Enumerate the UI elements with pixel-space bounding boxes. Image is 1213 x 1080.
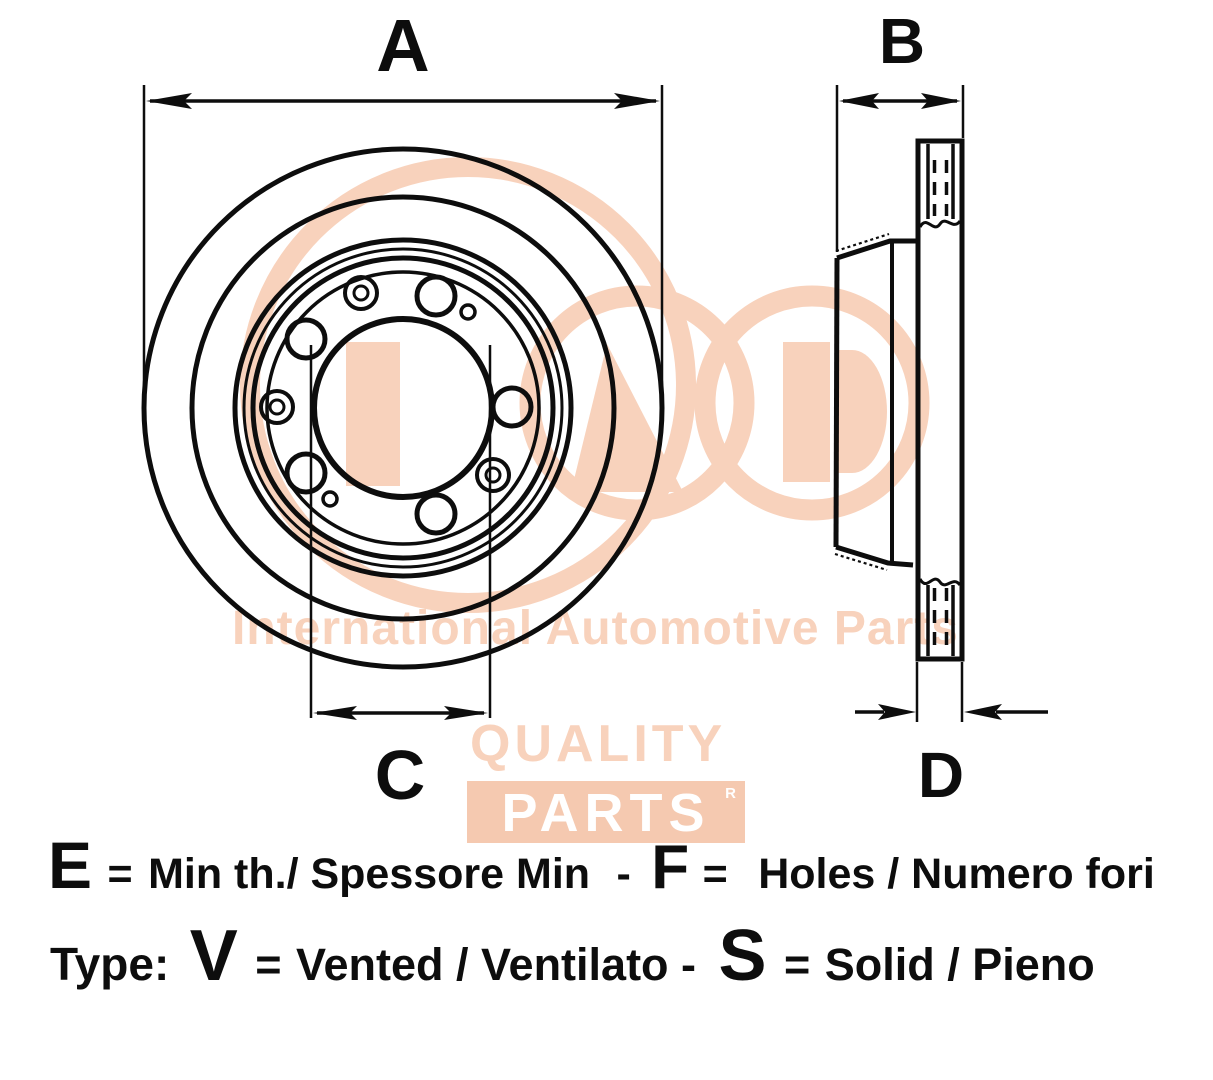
break-line-bottom <box>918 577 962 587</box>
front-view <box>141 146 665 670</box>
dimension-b <box>835 85 965 252</box>
legend-line-2: Type: V = Vented / Ventilato - S = Solid… <box>50 920 1095 992</box>
legend-f-equals: = <box>702 850 728 898</box>
legend-s-equals: = <box>783 939 811 990</box>
legend-s-letter: S <box>718 916 767 996</box>
hub-ring-outer <box>232 237 574 579</box>
bell-bottom-face <box>835 544 914 568</box>
side-view <box>833 138 965 662</box>
hub-face-circle <box>265 270 541 546</box>
logo-letter-p-bowl <box>838 350 887 473</box>
watermark-parts-band: PARTS R <box>467 781 745 843</box>
logo-letter-a-triangle <box>571 344 683 492</box>
bell-outer-wall <box>833 257 840 548</box>
small-pin-holes <box>321 303 477 508</box>
legend-separator: - <box>616 850 631 898</box>
vent-ribs <box>932 160 949 646</box>
friction-surface-inner-circle <box>189 194 617 622</box>
hub-ring-mid <box>242 247 564 569</box>
dimension-c <box>309 345 492 720</box>
legend-e-letter: E <box>48 828 93 902</box>
watermark-parts: PARTS <box>501 783 711 843</box>
logo-letter-i <box>346 342 400 486</box>
label-b: B <box>878 5 926 77</box>
logo-large-ring <box>240 157 696 613</box>
break-line-top <box>918 219 962 229</box>
vent-channel-walls <box>926 144 955 656</box>
legend-v-text: Vented / Ventilato - <box>295 939 697 990</box>
label-c: C <box>374 736 426 814</box>
bolt-holes-serrated <box>259 275 511 493</box>
legend-e-text: Min th./ Spessore Min <box>148 850 591 898</box>
legend-type-label: Type: <box>50 938 170 990</box>
dimension-a <box>142 85 664 430</box>
bolt-holes-round <box>284 274 534 536</box>
hub-ring-inner <box>250 255 556 561</box>
watermark-quality: QUALITY <box>470 715 727 773</box>
dimension-d <box>855 662 1048 722</box>
legend-f-text: Holes / Numero fori <box>758 850 1155 898</box>
legend-s-text: Solid / Pieno <box>824 939 1095 990</box>
legend-line-1: E = Min th./ Spessore Min - F = Holes / … <box>48 832 1155 899</box>
legend-v-letter: V <box>189 916 238 996</box>
logo-letter-p-bar <box>783 342 830 482</box>
label-a: A <box>376 4 430 87</box>
legend-v-equals: = <box>255 939 282 990</box>
label-d: D <box>917 739 965 811</box>
legend-e-equals: = <box>107 850 133 898</box>
registered-mark: R <box>725 785 736 802</box>
bell-top-face <box>836 238 917 261</box>
legend-f-letter: F <box>651 833 690 902</box>
